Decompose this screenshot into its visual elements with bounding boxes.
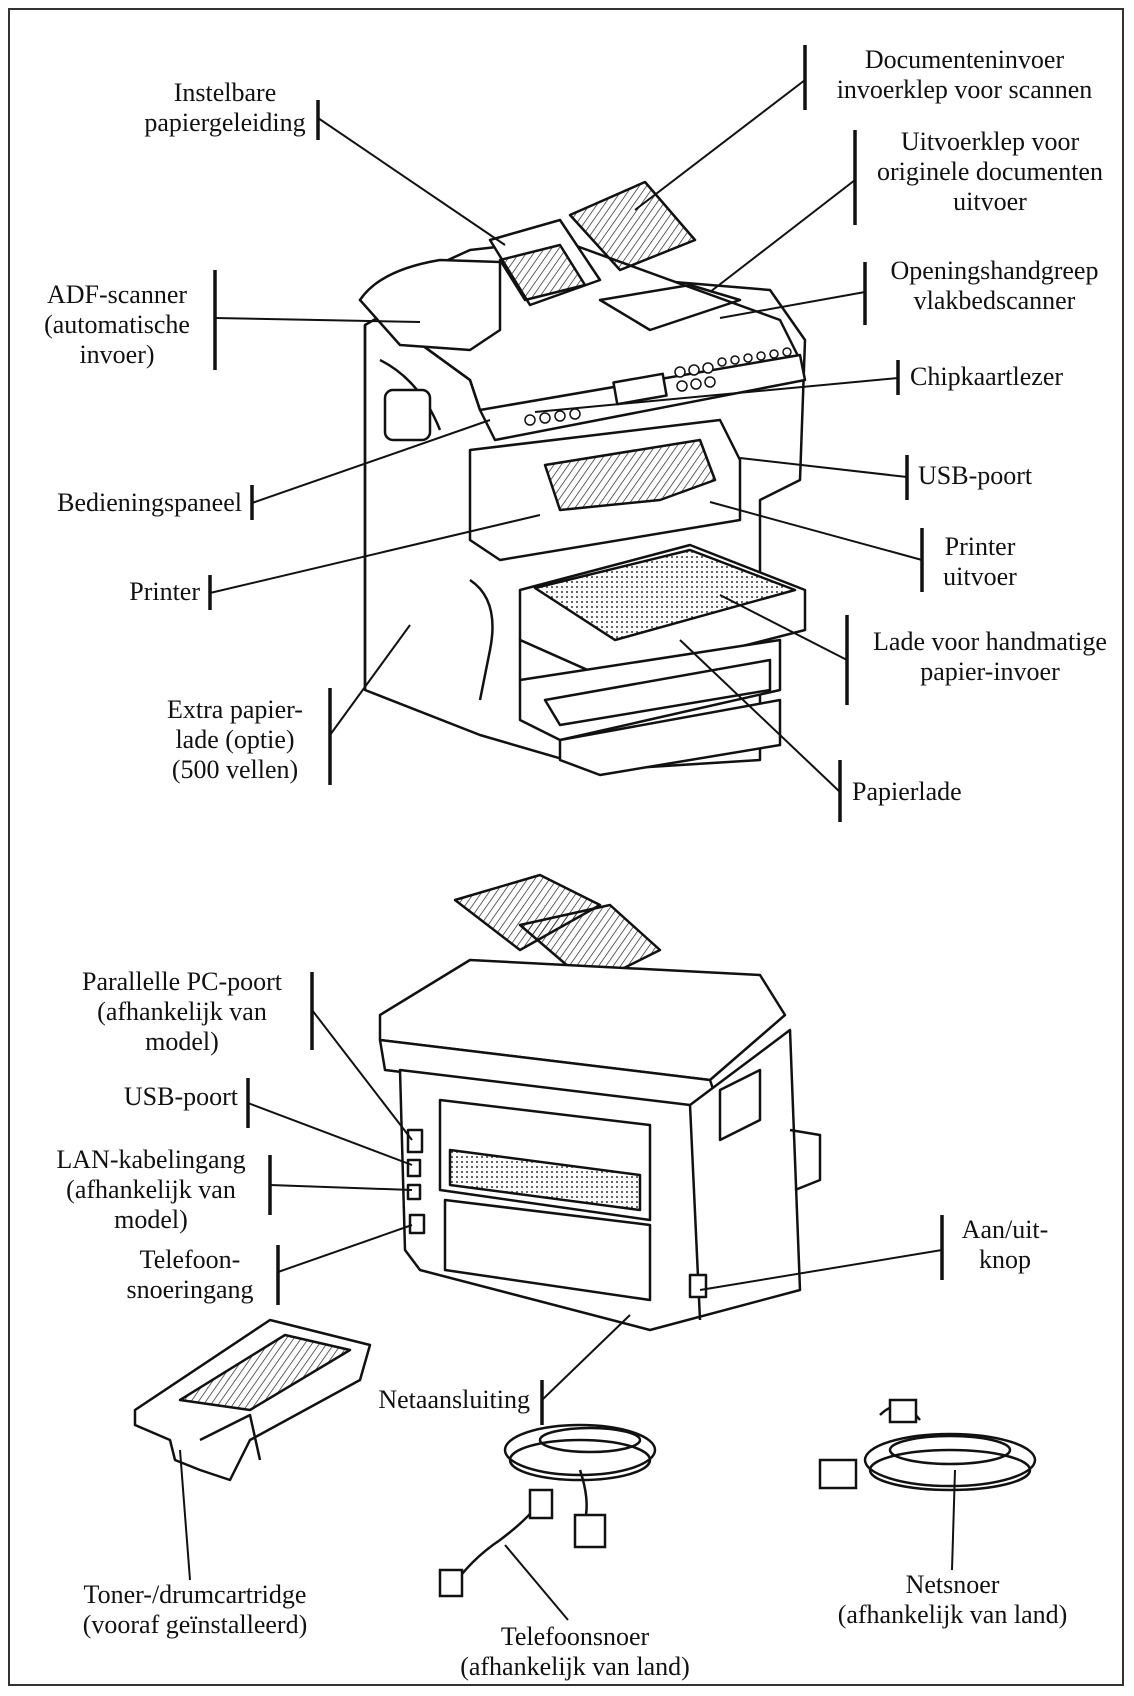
label-line: Telefoonsnoer (500, 1622, 650, 1651)
label-line: Netsnoer (905, 1570, 1000, 1599)
label-instelbare-papiergeleiding: Instelbare papiergeleiding (140, 78, 310, 138)
power-cord-drawing (818, 1398, 1037, 1492)
label-line: (automatische (44, 310, 190, 339)
label-line: invoerklep voor scannen (836, 75, 1093, 104)
label-usb-poort-back: USB-poort (60, 1082, 238, 1112)
label-line: vlakbedscanner (913, 286, 1076, 315)
label-toner-drumcartridge: Toner-/drumcartridge (vooraf geïnstallee… (55, 1580, 335, 1640)
label-line: model) (145, 1027, 219, 1056)
label-line: papiergeleiding (144, 108, 306, 137)
label-line: invoer) (79, 340, 155, 369)
label-line: Papierlade (852, 777, 962, 806)
label-line: (afhankelijk van (97, 997, 267, 1026)
label-line: uitvoer (943, 562, 1017, 591)
label-line: Aan/uit- (961, 1215, 1049, 1244)
label-line: papier-invoer (920, 657, 1060, 686)
label-printer: Printer (60, 577, 200, 607)
label-line: Printer (944, 532, 1016, 561)
label-chipkaartlezer: Chipkaartlezer (910, 362, 1063, 392)
label-line: Parallelle PC-poort (81, 967, 282, 996)
label-line: Chipkaartlezer (910, 362, 1064, 391)
label-line: model) (114, 1205, 188, 1234)
label-line: originele documenten (877, 157, 1103, 186)
label-lade-handmatige-papier-invoer: Lade voor handmatige papier-invoer (855, 627, 1125, 687)
label-netsnoer: Netsnoer (afhankelijk van land) (815, 1570, 1090, 1630)
label-line: Netaansluiting (378, 1385, 530, 1414)
label-line: Lade voor handmatige (873, 627, 1107, 656)
label-line: (vooraf geïnstalleerd) (82, 1610, 308, 1639)
label-line: Telefoon- (139, 1245, 241, 1274)
label-printer-uitvoer: Printer uitvoer (925, 532, 1035, 592)
label-line: Uitvoerklep voor (900, 127, 1080, 156)
label-papierlade: Papierlade (852, 777, 962, 807)
label-line: (afhankelijk van land) (837, 1600, 1068, 1629)
label-line: (afhankelijk van (66, 1175, 236, 1204)
label-adf-scanner: ADF-scanner (automatische invoer) (22, 280, 212, 370)
label-openingshandgreep: Openingshandgreep vlakbedscanner (872, 256, 1117, 316)
label-usb-poort-front: USB-poort (918, 461, 1032, 491)
label-line: Toner-/drumcartridge (83, 1580, 307, 1609)
label-line: LAN-kabelingang (56, 1145, 246, 1174)
label-aan-uit-knop: Aan/uit- knop (945, 1215, 1065, 1275)
label-line: (500 vellen) (171, 755, 299, 784)
label-line: knop (979, 1245, 1031, 1274)
back-printer-drawing (378, 873, 822, 1332)
label-telefoon-snoeringang: Telefoon- snoeringang (110, 1245, 270, 1305)
label-line: Openingshandgreep (890, 256, 1099, 285)
label-line: snoeringang (126, 1275, 254, 1304)
label-line: uitvoer (953, 187, 1027, 216)
label-line: (afhankelijk van land) (460, 1652, 690, 1681)
label-netaansluiting: Netaansluiting (330, 1385, 530, 1415)
label-line: Extra papier- (167, 695, 303, 724)
front-printer-drawing (358, 180, 807, 777)
label-lan-kabelingang: LAN-kabelingang (afhankelijk van model) (40, 1145, 262, 1235)
label-parallelle-pc-poort: Parallelle PC-poort (afhankelijk van mod… (62, 967, 302, 1057)
diagram-frame (8, 8, 1124, 1686)
label-line: Printer (129, 577, 200, 606)
label-line: USB-poort (918, 461, 1033, 490)
toner-cartridge-drawing (133, 1318, 372, 1482)
label-line: USB-poort (123, 1082, 238, 1111)
label-line: Instelbare (173, 78, 277, 107)
label-uitvoerklep: Uitvoerklep voor originele documenten ui… (860, 127, 1120, 217)
leader-lines (179, 45, 956, 1621)
label-bedieningspaneel: Bedieningspaneel (20, 488, 242, 518)
label-telefoonsnoer: Telefoonsnoer (afhankelijk van land) (440, 1622, 710, 1682)
label-documenteninvoer: Documenteninvoer invoerklep voor scannen (812, 45, 1117, 105)
label-line: Bedieningspaneel (57, 488, 242, 517)
label-line: lade (optie) (175, 725, 295, 754)
phone-cord-drawing (438, 1423, 657, 1598)
label-extra-papierlade: Extra papier- lade (optie) (500 vellen) (150, 695, 320, 785)
label-line: Documenteninvoer (864, 45, 1065, 74)
label-line: ADF-scanner (46, 280, 188, 309)
